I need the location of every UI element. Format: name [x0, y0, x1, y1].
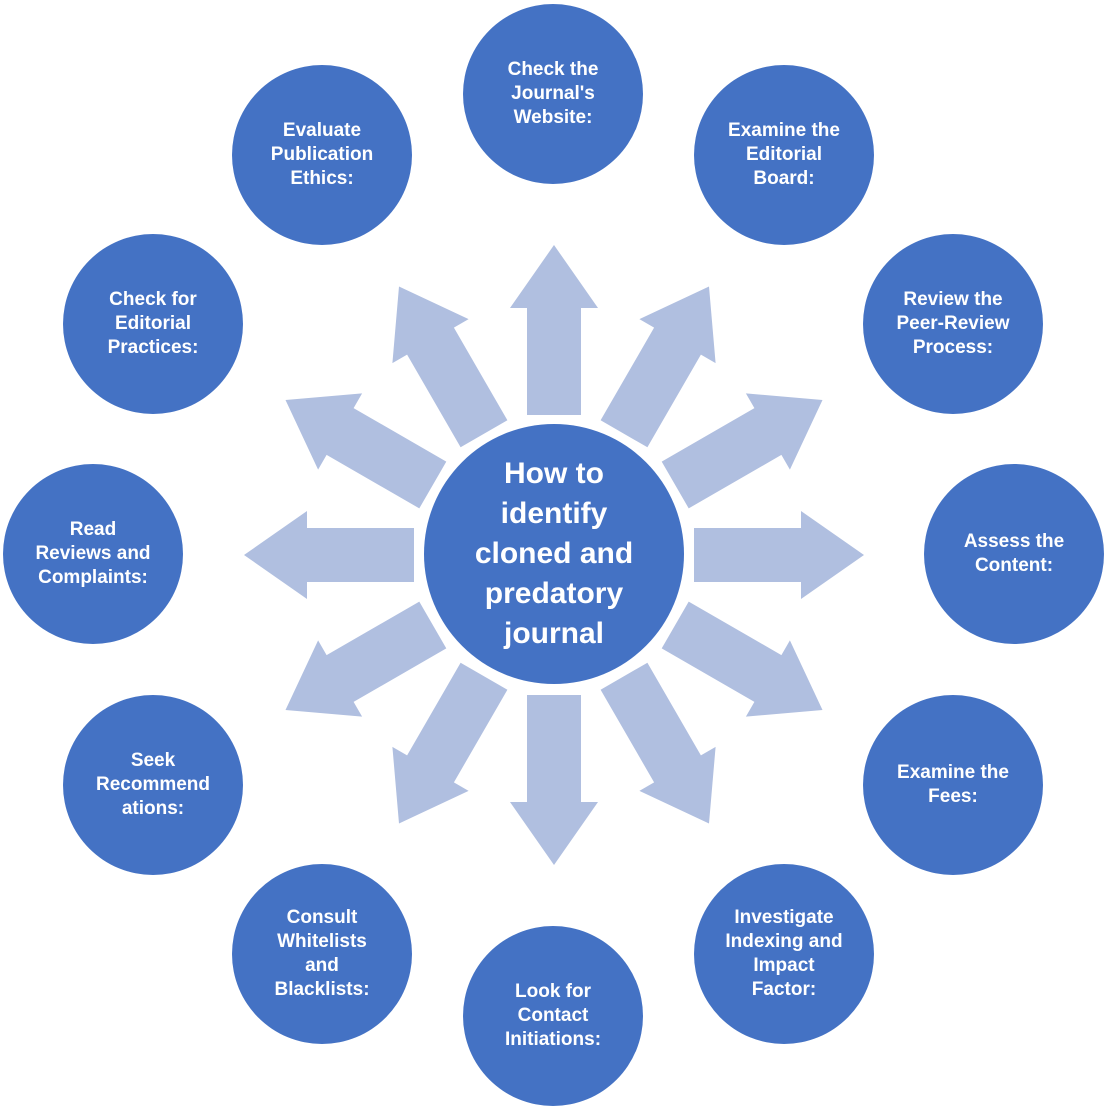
step-label: Examine the Fees:	[897, 762, 1009, 807]
step-node-check-website: Check the Journal's Website:	[463, 4, 643, 184]
step-node-whitelists-blacklists: Consult Whitelists and Blacklists:	[232, 864, 412, 1044]
arrow-9	[285, 601, 447, 717]
step-label: Evaluate Publication Ethics:	[270, 120, 374, 189]
step-node-seek-recommendations: Seek Recommend ations:	[63, 695, 243, 875]
center-node: How to identify cloned and predatory jou…	[424, 424, 684, 684]
step-label: Check the Journal's Website:	[507, 59, 599, 128]
step-label: Check for Editorial Practices:	[107, 289, 199, 358]
arrow-2	[600, 286, 716, 448]
step-label: Read Reviews and Complaints:	[35, 519, 151, 588]
arrow-11	[285, 393, 447, 509]
arrow-8	[392, 662, 508, 824]
step-label: Assess the Content:	[963, 531, 1065, 576]
arrow-5	[661, 601, 823, 717]
step-label: Review the Peer-Review Process:	[896, 289, 1010, 358]
step-node-examine-fees: Examine the Fees:	[863, 695, 1043, 875]
arrow-1	[510, 245, 598, 415]
arrow-4	[694, 511, 864, 599]
center-label: How to identify cloned and predatory jou…	[474, 457, 634, 650]
step-node-contact-initiations: Look for Contact Initiations:	[463, 926, 643, 1106]
arrow-12	[392, 286, 508, 448]
step-label: Consult Whitelists and Blacklists:	[274, 907, 370, 1000]
step-node-editorial-board: Examine the Editorial Board:	[694, 65, 874, 245]
step-label: Seek Recommend ations:	[95, 750, 211, 819]
arrow-3	[661, 393, 823, 509]
step-node-reviews-complaints: Read Reviews and Complaints:	[3, 464, 183, 644]
step-node-indexing-impact: Investigate Indexing and Impact Factor:	[694, 864, 874, 1044]
step-node-editorial-practices: Check for Editorial Practices:	[63, 234, 243, 414]
step-node-peer-review: Review the Peer-Review Process:	[863, 234, 1043, 414]
step-label: Examine the Editorial Board:	[728, 120, 840, 189]
arrow-7	[510, 695, 598, 865]
step-label: Investigate Indexing and Impact Factor:	[725, 907, 843, 1000]
step-label: Look for Contact Initiations:	[504, 981, 602, 1050]
step-node-assess-content: Assess the Content:	[924, 464, 1104, 644]
arrow-6	[600, 662, 716, 824]
arrow-10	[244, 511, 414, 599]
step-node-publication-ethics: Evaluate Publication Ethics:	[232, 65, 412, 245]
